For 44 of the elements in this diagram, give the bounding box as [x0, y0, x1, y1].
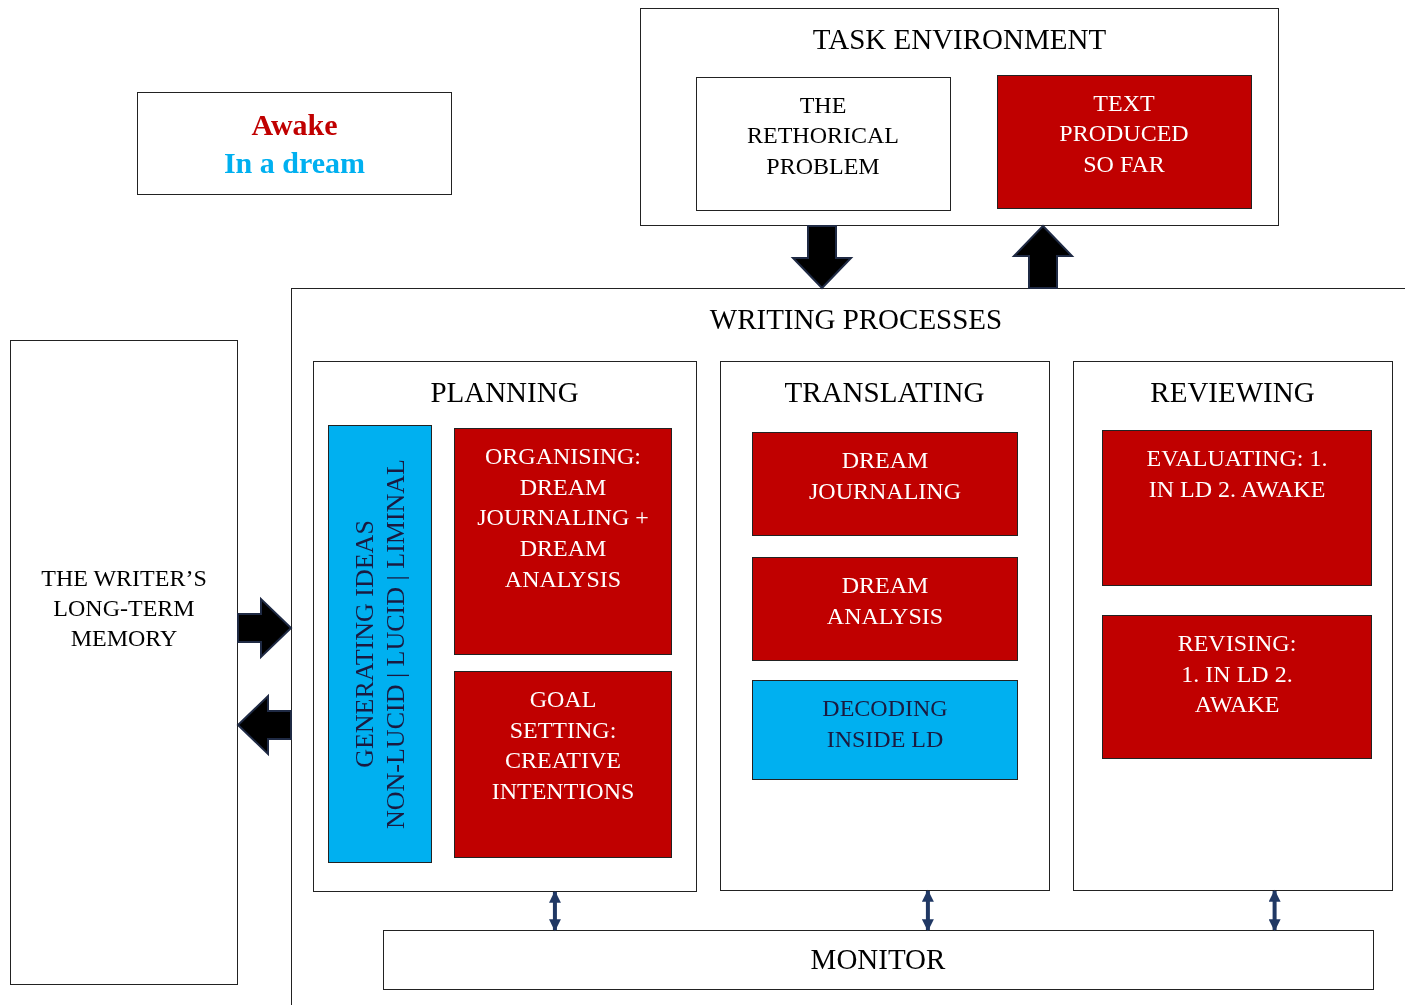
monitor-bar — [382, 929, 1374, 990]
process-box — [1102, 430, 1372, 586]
box-text: THE WRITER’S LONG-TERM MEMORY — [40, 563, 208, 653]
process-box — [996, 74, 1252, 209]
process-box — [752, 557, 1018, 661]
legend-label: Awake — [251, 107, 338, 143]
box-title: TASK ENVIRONMENT — [812, 22, 1107, 57]
process-box — [695, 76, 951, 211]
double-arrow — [548, 890, 561, 932]
container-box — [291, 288, 1405, 1005]
box-text: DREAM JOURNALING — [808, 446, 962, 506]
box-title: TRANSLATING — [784, 374, 985, 410]
box-title: REVIEWING — [1150, 374, 1315, 410]
double-arrow — [921, 889, 934, 932]
box-text: DECODING INSIDE LD — [821, 694, 949, 754]
container-box — [1072, 360, 1393, 891]
box-text: GENERATING IDEAS — [348, 520, 380, 768]
process-box — [10, 340, 238, 985]
box-title: PLANNING — [430, 374, 579, 410]
block-arrow — [790, 225, 854, 290]
double-arrow — [1268, 889, 1281, 932]
container-box — [719, 360, 1050, 891]
box-text: ORGANISING: DREAM JOURNALING + DREAM ANALYSIS — [476, 442, 650, 594]
box-text: EVALUATING: 1. IN LD 2. AWAKE — [1145, 444, 1329, 504]
container-box — [312, 360, 697, 892]
block-arrow — [236, 693, 292, 757]
box-text: GOAL SETTING: CREATIVE INTENTIONS — [490, 685, 636, 807]
box-text: NON-LUCID | LUCID | LIMINAL — [380, 459, 411, 829]
box-text: REVISING: 1. IN LD 2. AWAKE — [1176, 629, 1298, 720]
container-box — [640, 8, 1279, 226]
process-box — [328, 425, 432, 863]
process-box — [752, 680, 1018, 780]
box-text: THE RETHORICAL PROBLEM — [746, 90, 900, 181]
box-title: MONITOR — [810, 942, 946, 978]
block-arrow — [1011, 224, 1075, 289]
legend-label: In a dream — [223, 144, 366, 181]
process-box — [454, 671, 672, 858]
process-box — [454, 428, 672, 655]
box-text: TEXT PRODUCED SO FAR — [1058, 88, 1190, 179]
block-arrow — [237, 596, 293, 660]
box-title: WRITING PROCESSES — [709, 302, 1003, 337]
process-box — [1102, 615, 1372, 759]
box-text: DREAM ANALYSIS — [825, 571, 945, 631]
process-box — [752, 432, 1018, 536]
